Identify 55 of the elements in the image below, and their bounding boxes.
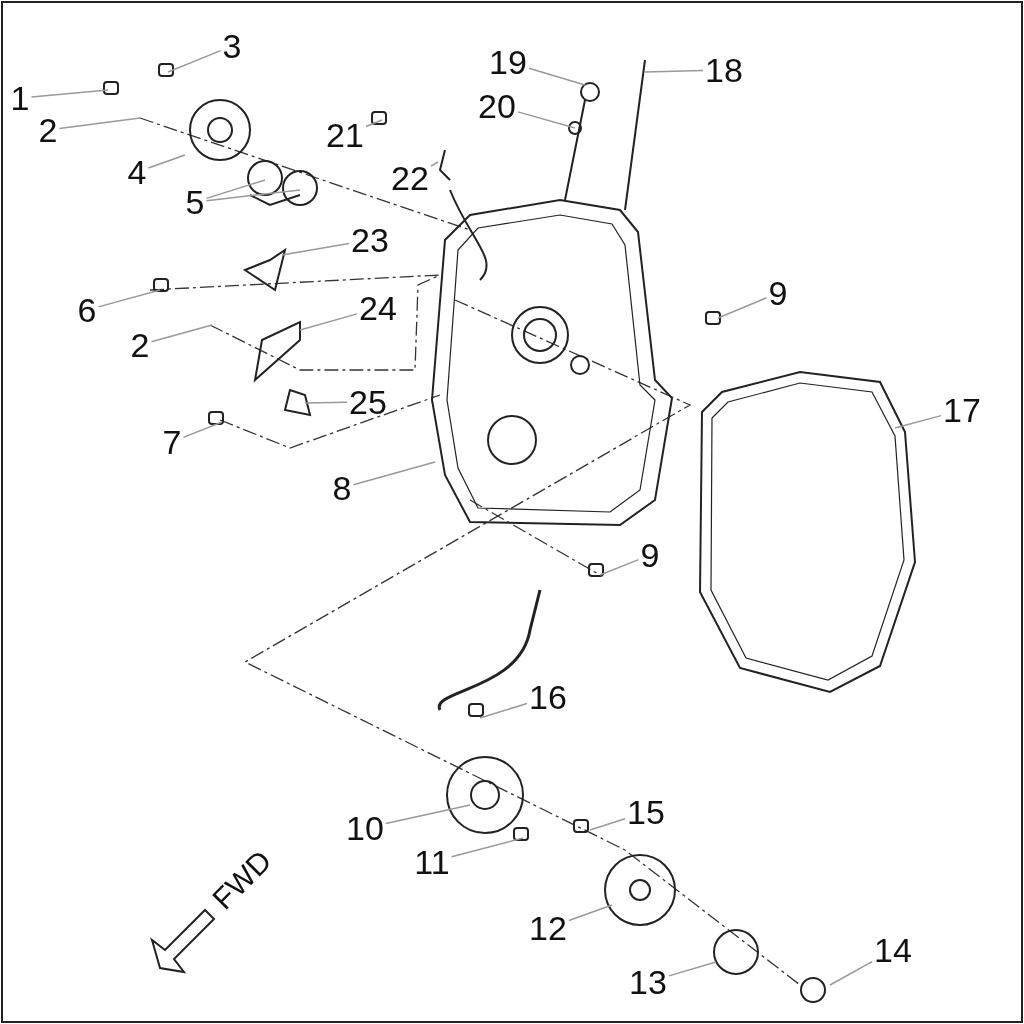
leader-line — [430, 161, 439, 167]
callout-number: 20 — [478, 89, 516, 123]
callout-number: 23 — [351, 223, 389, 257]
leader-line — [150, 324, 213, 343]
leader-line — [894, 414, 942, 429]
callout-number: 24 — [359, 291, 397, 325]
leader-line — [97, 289, 161, 308]
callout-number: 25 — [349, 385, 387, 419]
callout-number: 11 — [414, 845, 450, 879]
callout-number: 14 — [874, 933, 912, 967]
leader-line — [528, 67, 586, 86]
leader-line — [517, 111, 576, 129]
callout-number: 19 — [489, 45, 527, 79]
callout-number: 10 — [346, 811, 384, 845]
leader-line — [304, 401, 348, 404]
callout-number: 18 — [705, 53, 743, 87]
callout-number: 16 — [529, 680, 567, 714]
callout-number: 1 — [10, 81, 30, 115]
leader-line — [147, 154, 186, 169]
leader-line — [299, 313, 358, 331]
leader-line — [365, 119, 383, 128]
callout-number: 5 — [185, 185, 205, 219]
callout-number: 21 — [326, 118, 364, 152]
leader-line — [385, 804, 471, 825]
leader-line — [479, 702, 528, 719]
callout-number: 2 — [130, 328, 150, 362]
leader-line — [717, 297, 768, 319]
leader-line — [829, 960, 873, 986]
leader-line — [644, 69, 704, 73]
callout-number: 8 — [332, 471, 352, 505]
callout-number: 3 — [222, 29, 242, 63]
leader-line — [205, 189, 301, 202]
leader-line — [30, 89, 109, 98]
callout-number: 4 — [127, 155, 147, 189]
callout-number: 6 — [77, 293, 97, 327]
leader-line — [352, 461, 436, 486]
leader-line — [589, 817, 626, 831]
leader-line — [167, 49, 222, 73]
callout-number: 2 — [38, 113, 58, 147]
callout-number: 9 — [640, 538, 660, 572]
callout-number: 9 — [768, 276, 788, 310]
callout-number: 12 — [529, 911, 567, 945]
leader-line — [568, 904, 613, 922]
leader-line — [281, 242, 350, 256]
leader-line — [58, 117, 141, 130]
callout-number: 13 — [629, 965, 667, 999]
leader-line — [182, 421, 223, 439]
leader-line — [599, 558, 640, 576]
callout-number: 7 — [162, 425, 182, 459]
leader-line — [668, 961, 717, 977]
leader-line — [450, 837, 524, 858]
leader-line — [205, 179, 266, 200]
callout-number: 17 — [943, 393, 981, 427]
callout-number: 15 — [627, 795, 665, 829]
callout-number: 22 — [391, 161, 429, 195]
